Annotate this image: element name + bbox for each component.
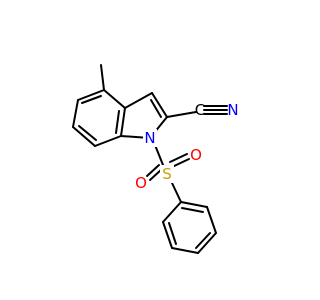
atom-nitrile-carbon: C bbox=[195, 101, 205, 119]
bond-c3a-c3 bbox=[124, 92, 153, 109]
bond-c4-c5-inner bbox=[81, 95, 102, 104]
ring-nitrogen-label: N bbox=[144, 129, 155, 147]
bond-c3-c2 bbox=[151, 92, 168, 118]
bond-c7a-c3a bbox=[120, 107, 126, 137]
molecule-structure: N C N S O O bbox=[72, 64, 239, 254]
bond-ph-3 bbox=[197, 232, 217, 254]
bond-c3-c2-inner bbox=[150, 99, 162, 118]
bond-ph-4 bbox=[171, 247, 199, 254]
bond-ph-5 bbox=[162, 221, 173, 249]
bond-ph-inner-2 bbox=[195, 232, 211, 249]
bond-s-o-upper-1 bbox=[169, 153, 188, 163]
bond-ph-1 bbox=[180, 201, 208, 208]
atom-oxygen-lower: O bbox=[135, 174, 147, 192]
nitrile-carbon-label: C bbox=[195, 101, 205, 119]
bond-s-phenyl bbox=[171, 182, 182, 203]
bond-c6-c7 bbox=[72, 126, 96, 147]
bond-c2-cn bbox=[166, 111, 197, 118]
sulfur-label: S bbox=[162, 165, 172, 183]
bond-c3a-c4 bbox=[103, 89, 126, 109]
atom-ring-nitrogen: N bbox=[143, 129, 157, 147]
atom-oxygen-upper: O bbox=[190, 146, 202, 164]
bond-s-o-lower-1 bbox=[146, 164, 160, 177]
bond-c4-c5 bbox=[77, 89, 105, 101]
bond-n1-s bbox=[154, 144, 164, 166]
bond-ph-6 bbox=[162, 201, 182, 223]
nitrile-nitrogen-label: N bbox=[227, 101, 238, 119]
bond-ph-inner-1 bbox=[181, 207, 204, 213]
oxygen-upper-label: O bbox=[190, 146, 202, 164]
oxygen-lower-label: O bbox=[135, 174, 147, 192]
bond-c6-c7-inner bbox=[78, 125, 97, 141]
bond-ph-2 bbox=[206, 206, 217, 234]
bond-methyl bbox=[100, 64, 105, 91]
bond-c5-c6 bbox=[72, 99, 79, 128]
bond-c7a-c3a-inner bbox=[115, 110, 120, 134]
bonds bbox=[72, 64, 228, 254]
atoms: N C N S O O bbox=[135, 101, 239, 192]
bond-s-o-upper-2 bbox=[171, 158, 190, 168]
bond-c7-c7a bbox=[94, 135, 122, 147]
bond-ph-inner-3 bbox=[168, 222, 177, 245]
atom-sulfur: S bbox=[160, 165, 174, 183]
atom-nitrile-nitrogen: N bbox=[227, 101, 238, 119]
